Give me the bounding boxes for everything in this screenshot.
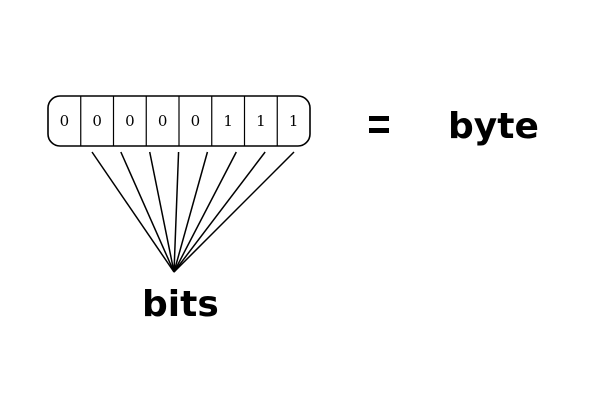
bit-cell-value: 1	[256, 112, 266, 130]
bits-label: bits	[142, 284, 219, 325]
bit-cell-value: 0	[92, 112, 102, 130]
fan-lines	[91, 151, 295, 273]
bit-cell-value: 0	[125, 112, 135, 130]
fan-line	[173, 151, 295, 273]
fan-line	[91, 151, 175, 273]
equals-bar-bottom	[369, 128, 389, 133]
fan-line	[148, 151, 175, 273]
byte-label: byte	[448, 106, 539, 147]
bit-cell-value: 0	[60, 112, 70, 130]
cell-dividers	[80, 96, 278, 146]
fan-line	[173, 151, 266, 273]
bit-register: 0 0 0 0 0 1 1 1	[47, 95, 311, 147]
fan-line	[120, 151, 175, 273]
bit-cell-value: 1	[289, 112, 299, 130]
equals-bar-top	[369, 116, 389, 121]
bit-cell-value: 1	[223, 112, 233, 130]
fan-line	[173, 151, 180, 273]
bit-cells: 0 0 0 0 0 1 1 1	[60, 112, 299, 130]
bit-cell-value: 0	[158, 112, 168, 130]
fan-line	[173, 151, 237, 273]
bit-cell-value: 0	[191, 112, 201, 130]
fan-line	[173, 151, 209, 273]
equals-sign: =	[369, 116, 389, 133]
